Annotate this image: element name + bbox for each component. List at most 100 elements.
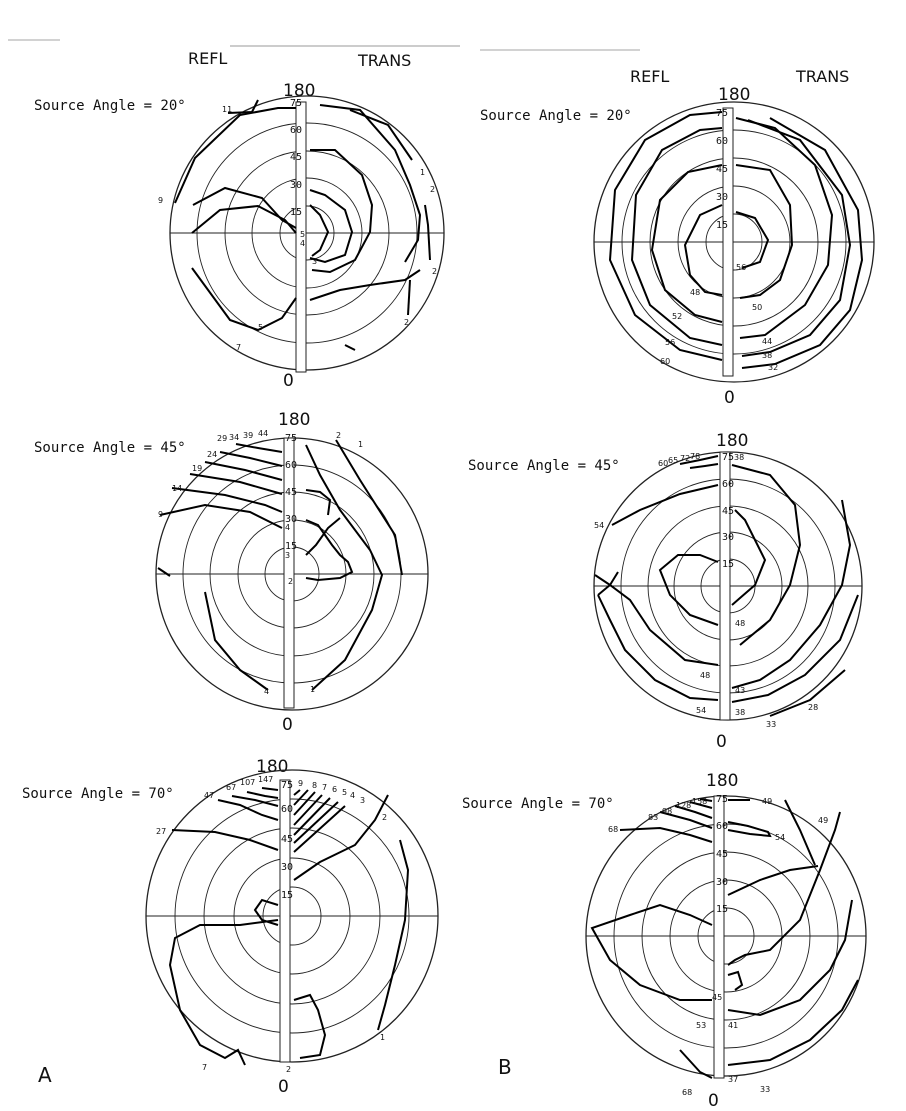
svg-text:15: 15	[290, 207, 302, 218]
svg-text:158: 158	[692, 797, 707, 806]
svg-text:37: 37	[728, 1075, 738, 1084]
svg-text:44: 44	[762, 337, 772, 346]
polar-grid	[585, 795, 867, 1077]
source-angle-label: Source Angle = 45°	[34, 440, 186, 456]
contour-value-labels: 83 98 128 158 68 49 54 49 45 53 41 37 33…	[608, 797, 828, 1097]
top-angle-label: 180	[716, 431, 748, 451]
svg-text:48: 48	[690, 288, 700, 297]
svg-text:15: 15	[722, 559, 734, 570]
svg-text:45: 45	[285, 487, 297, 498]
column-b-refl-label: REFL	[630, 67, 669, 86]
polar-plot-a-20: Source Angle = 20° 180 0 75 60 45 30 15	[34, 81, 445, 391]
ring-labels: 75 60 45 30 15	[281, 780, 293, 901]
slit-strip	[719, 451, 731, 721]
svg-text:29: 29	[217, 434, 227, 443]
polar-plot-b-45: Source Angle = 45° 180 0 75 60 45 30 15	[468, 431, 863, 752]
svg-text:47: 47	[204, 791, 214, 800]
ring-labels: 75 60 45 30 15	[716, 794, 728, 915]
svg-text:15: 15	[281, 890, 293, 901]
contour-lines	[168, 787, 410, 1066]
svg-text:147: 147	[258, 775, 273, 784]
svg-text:45: 45	[722, 506, 734, 517]
polar-plot-a-45: Source Angle = 45° 180 0 75 60 45 30 15	[34, 410, 429, 735]
svg-text:60: 60	[290, 125, 302, 136]
panel-label-a: A	[38, 1063, 52, 1087]
svg-text:75: 75	[290, 98, 302, 109]
svg-text:45: 45	[281, 834, 293, 845]
svg-text:45: 45	[716, 849, 728, 860]
contour-lines	[174, 99, 431, 351]
svg-text:60: 60	[658, 459, 668, 468]
svg-text:33: 33	[760, 1085, 770, 1094]
svg-text:38: 38	[735, 708, 745, 717]
svg-text:45: 45	[290, 152, 302, 163]
slit-strip	[279, 779, 291, 1063]
polar-plot-a-70: Source Angle = 70° 180 0 75 60 45 30 15	[22, 757, 439, 1097]
panel-label-b: B	[498, 1055, 512, 1079]
svg-text:3: 3	[285, 551, 290, 560]
svg-text:3: 3	[312, 257, 317, 266]
svg-text:75: 75	[722, 452, 734, 463]
svg-text:14: 14	[172, 484, 182, 493]
svg-text:28: 28	[808, 703, 818, 712]
svg-text:8: 8	[312, 781, 317, 790]
svg-text:50: 50	[752, 303, 762, 312]
bottom-angle-label: 0	[283, 371, 294, 391]
svg-text:1: 1	[358, 440, 363, 449]
svg-text:54: 54	[696, 706, 706, 715]
svg-text:2: 2	[432, 267, 437, 276]
ring-labels: 75 60 45 30 15	[290, 98, 302, 218]
slit-strip	[283, 437, 295, 709]
svg-text:2: 2	[336, 431, 341, 440]
svg-text:53: 53	[696, 1021, 706, 1030]
svg-text:98: 98	[662, 807, 672, 816]
svg-text:3: 3	[360, 796, 365, 805]
svg-text:41: 41	[728, 1021, 738, 1030]
top-angle-label: 180	[278, 410, 310, 430]
svg-text:30: 30	[290, 180, 302, 191]
svg-text:60: 60	[285, 460, 297, 471]
svg-text:60: 60	[281, 804, 293, 815]
column-b-trans-label: TRANS	[795, 67, 849, 86]
svg-text:27: 27	[156, 827, 166, 836]
svg-text:30: 30	[716, 192, 728, 203]
svg-text:7: 7	[322, 783, 327, 792]
svg-text:75: 75	[281, 780, 293, 791]
ring-labels: 75 60 45 30 15	[716, 108, 728, 231]
ring-labels: 75 60 45 30 15	[285, 433, 297, 552]
svg-text:1: 1	[310, 685, 315, 694]
contour-lines	[594, 455, 859, 717]
svg-text:9: 9	[158, 510, 163, 519]
svg-text:34: 34	[229, 433, 239, 442]
svg-text:1: 1	[380, 1033, 385, 1042]
svg-text:60: 60	[660, 357, 670, 366]
svg-text:2: 2	[382, 813, 387, 822]
slit-strip	[722, 107, 734, 377]
svg-text:4: 4	[300, 239, 305, 248]
svg-text:4: 4	[264, 687, 269, 696]
column-a-refl-label: REFL	[188, 49, 227, 68]
source-angle-label: Source Angle = 45°	[468, 458, 620, 474]
svg-text:5: 5	[342, 788, 347, 797]
svg-text:128: 128	[676, 801, 691, 810]
svg-text:38: 38	[734, 453, 744, 462]
svg-text:4: 4	[285, 523, 290, 532]
polar-grid	[169, 95, 445, 371]
contour-value-labels: 60 65 72 78 38 54 48 48 54 43 38 33 28	[594, 452, 818, 729]
svg-text:39: 39	[243, 431, 253, 440]
contour-value-labels: 48 52 56 60 56 50 44 38 32	[660, 263, 778, 372]
contour-value-labels: 29 34 39 44 24 19 14 9 2 1 4 3 2 4 1	[158, 429, 363, 696]
source-angle-label: Source Angle = 70°	[462, 796, 614, 812]
svg-text:2: 2	[286, 1065, 291, 1074]
svg-text:38: 38	[762, 351, 772, 360]
polar-grid	[145, 769, 439, 1063]
bottom-angle-label: 0	[708, 1091, 719, 1111]
polar-plot-b-20: Source Angle = 20° 180 0 75 60 45 30 15	[480, 85, 875, 408]
slit-strip	[295, 101, 307, 373]
svg-text:43: 43	[735, 686, 745, 695]
svg-text:78: 78	[690, 452, 700, 461]
svg-text:54: 54	[775, 833, 785, 842]
svg-text:33: 33	[766, 720, 776, 729]
bottom-angle-label: 0	[278, 1077, 289, 1097]
